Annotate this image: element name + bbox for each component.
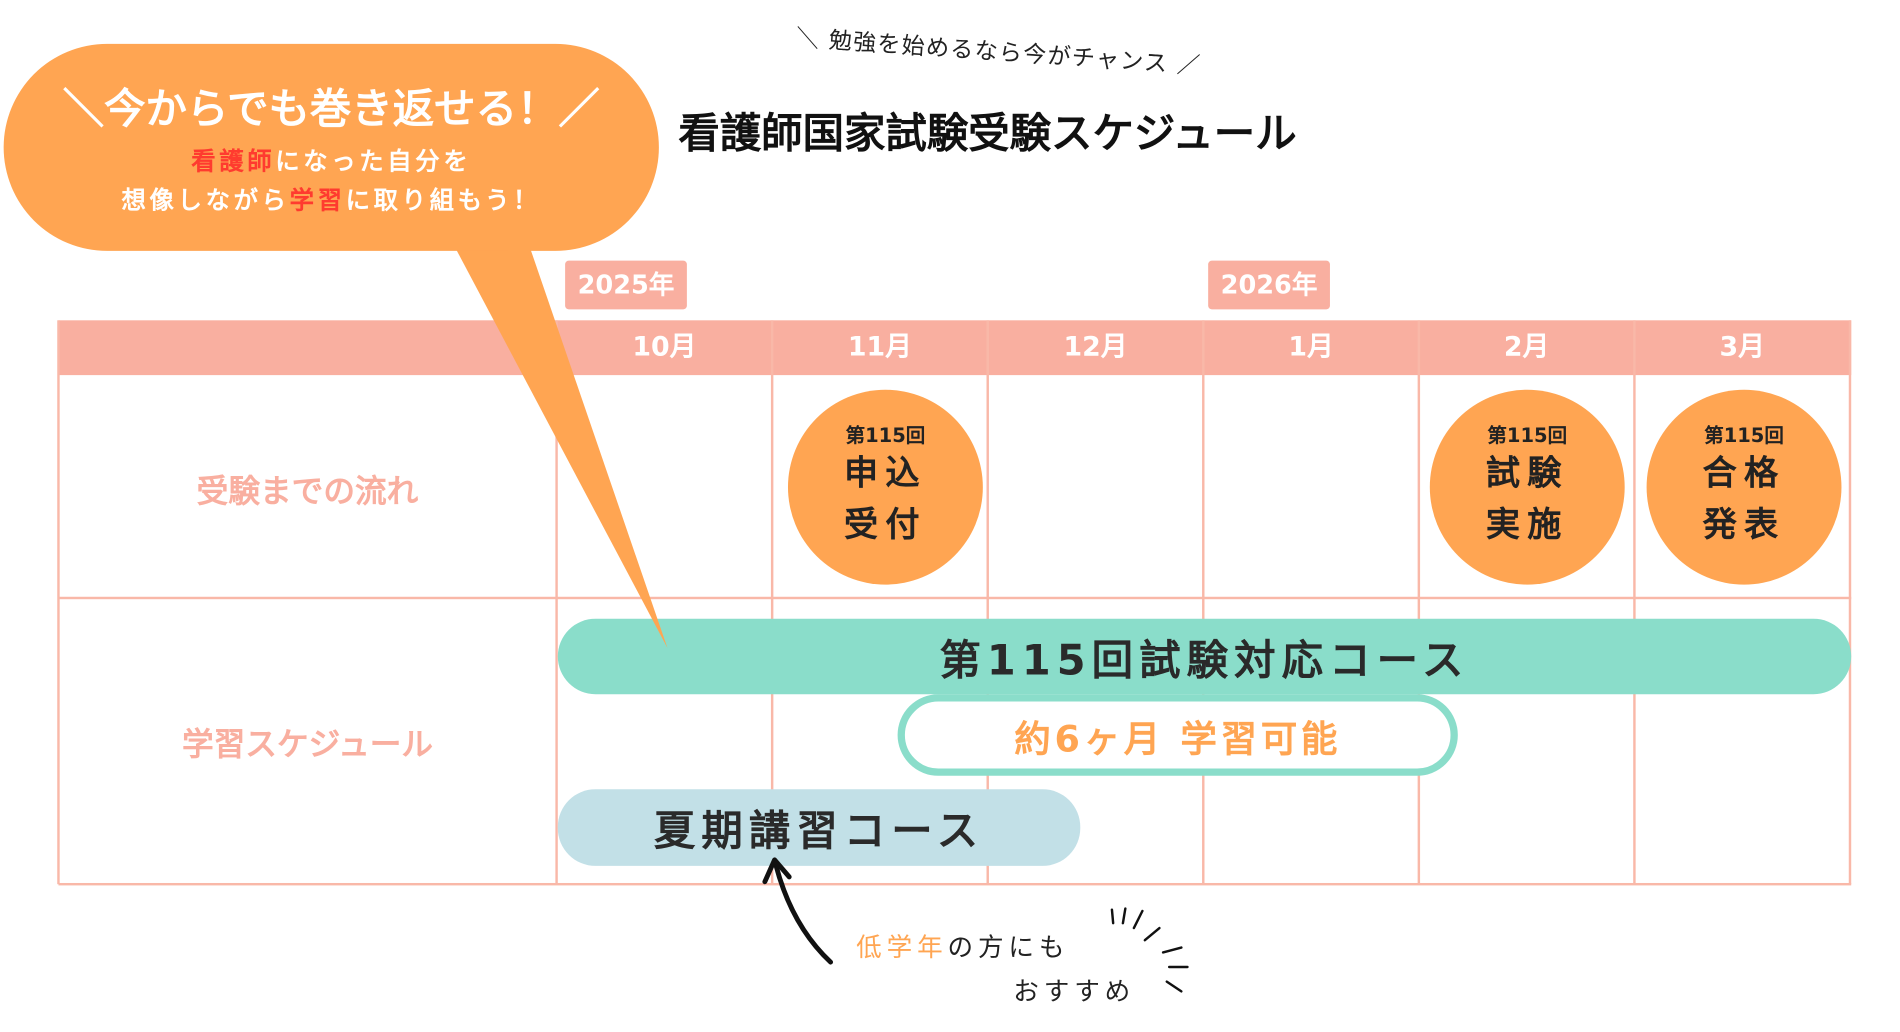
year-badge-2026: 2026年 [1208,260,1330,310]
summer-course-label: 夏期講習コース [653,807,985,857]
bubble-line-1: 看護師になった自分を [4,141,659,176]
main-course-bar: 第115回試験対応コース [557,618,1852,695]
grid-line [57,320,60,885]
bubble-text: になった自分を [275,146,472,176]
bubble-text: 想像しながら [121,185,290,215]
grid-line [58,596,1852,600]
event-line2: 受付 [843,504,927,545]
summer-course-bar: 夏期講習コース [557,789,1081,866]
speech-bubble [3,43,659,251]
note-text: の方にも [947,932,1070,963]
note-highlight: 低学年 [856,932,948,963]
grid-line [58,882,1852,886]
highlight-text: 学習 [289,185,346,215]
event-application: 第115回 申込 受付 [787,389,983,585]
main-course-label: 第115回試験対応コース [939,636,1470,686]
row-label-flow: 受験までの流れ [196,473,419,511]
grid-line [770,320,774,885]
bubble-line-2: 想像しながら学習に取り組もう！ [4,180,659,215]
event-results: 第115回 合格 発表 [1646,389,1842,585]
grid-line [1417,320,1421,885]
grid-line [1633,320,1636,885]
duration-label: 約6ヶ月 学習可能 [1014,717,1342,761]
note-line-1: 低学年の方にも [856,928,1069,965]
event-edition: 第115回 [1487,423,1568,447]
grid-line [1848,320,1852,885]
grid-line [1202,320,1205,885]
event-line1: 申込 [843,453,927,494]
event-line1: 試験 [1485,453,1569,494]
grid-line [555,320,558,885]
month-header: 1月 [1288,332,1334,363]
arrow-icon [762,857,1189,993]
row-label-study: 学習スケジュール [181,727,434,764]
month-header: 10月 [632,332,697,363]
duration-pill: 約6ヶ月 学習可能 [897,694,1458,776]
highlight-text: 看護師 [191,146,276,176]
sparkle-lines-icon [1110,907,1189,993]
event-edition: 第115回 [1704,423,1784,447]
event-line2: 実施 [1485,504,1569,545]
event-line1: 合格 [1702,453,1786,494]
year-badge-2025: 2025年 [565,260,687,310]
page-title: 看護師国家試験受験スケジュール [678,109,1297,159]
month-header: 12月 [1063,332,1128,363]
bubble-headline: ＼今からでも巻き返せる！／ [62,85,600,134]
table-header [58,320,1852,376]
bubble-text: に取り組もう！ [345,185,541,215]
event-edition: 第115回 [845,423,926,447]
event-exam: 第115回 試験 実施 [1429,389,1625,585]
month-header: 11月 [847,332,912,363]
month-header: 3月 [1719,332,1765,363]
month-header: 2月 [1503,332,1550,363]
event-line2: 発表 [1702,504,1786,545]
grid-line [986,320,989,885]
note-line-2: おすすめ [1013,976,1136,1006]
